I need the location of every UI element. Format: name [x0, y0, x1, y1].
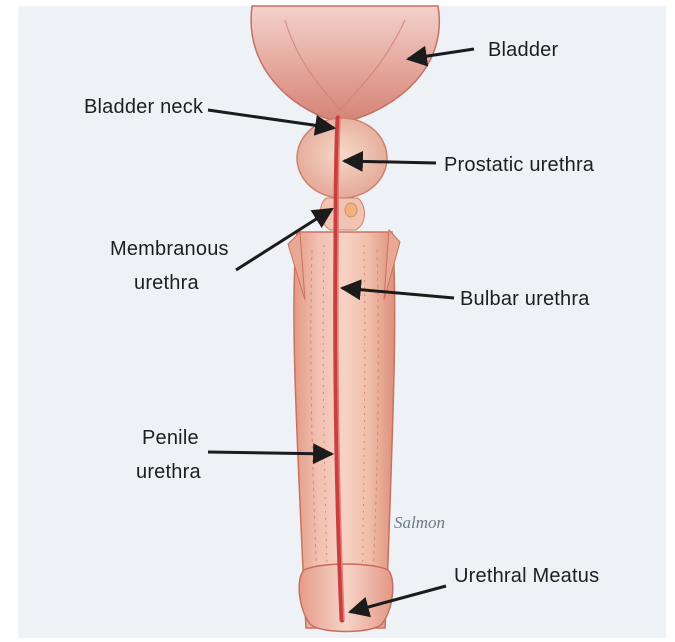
label-penile-urethra-line1: Penile [142, 427, 199, 449]
label-bulbar-urethra: Bulbar urethra [460, 288, 590, 310]
label-penile-urethra-line2: urethra [136, 461, 201, 483]
label-prostatic-urethra: Prostatic urethra [444, 154, 595, 176]
label-membranous-urethra-line1: Membranous [110, 238, 229, 260]
arrow-penile-urethra [208, 452, 332, 454]
label-bladder-neck: Bladder neck [84, 96, 204, 118]
membranous-region [320, 198, 364, 230]
label-urethral-meatus: Urethral Meatus [454, 565, 599, 587]
arrow-prostatic-urethra [344, 161, 436, 163]
label-bladder: Bladder [488, 39, 558, 61]
artist-signature: Salmon [394, 513, 445, 532]
label-membranous-urethra-line2: urethra [134, 272, 199, 294]
glans [299, 564, 393, 632]
prostate [297, 118, 387, 198]
